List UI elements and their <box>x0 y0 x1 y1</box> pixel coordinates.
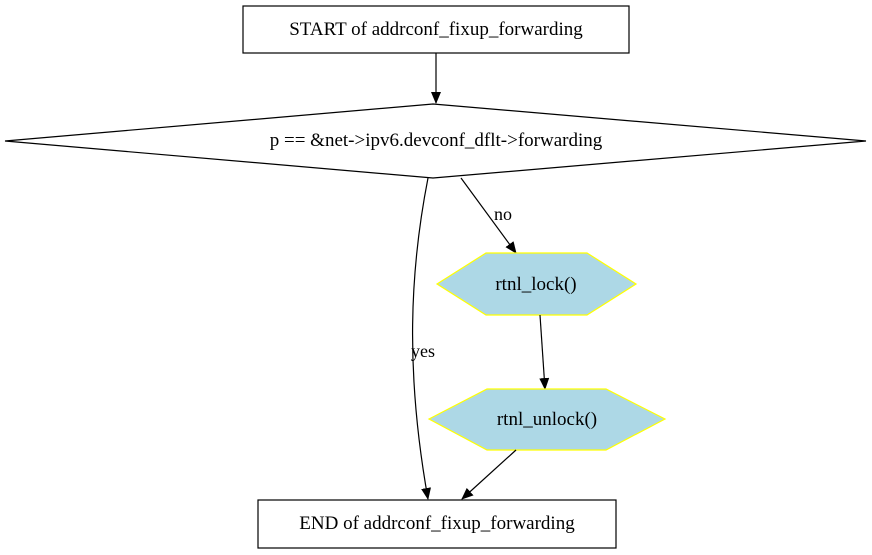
rtnl-unlock-label: rtnl_unlock() <box>497 409 597 430</box>
edge-no-label: no <box>494 204 512 224</box>
edge-yes <box>411 177 431 500</box>
edge-no <box>460 177 517 254</box>
start-node: START of addrconf_fixup_forwarding <box>242 5 630 54</box>
start-node-label: START of addrconf_fixup_forwarding <box>289 19 583 40</box>
end-node-label: END of addrconf_fixup_forwarding <box>299 513 575 534</box>
edge-yes-label: yes <box>411 341 435 361</box>
edge-lock-to-unlock <box>539 314 550 390</box>
rtnl-lock-label: rtnl_lock() <box>495 274 576 295</box>
rtnl-lock-node: rtnl_lock() <box>435 252 638 316</box>
rtnl-unlock-node: rtnl_unlock() <box>427 388 667 451</box>
condition-node-label: p == &net->ipv6.devconf_dflt->forwarding <box>270 130 603 151</box>
edge-unlock-to-end <box>461 449 517 500</box>
end-node: END of addrconf_fixup_forwarding <box>257 499 617 549</box>
condition-node: p == &net->ipv6.devconf_dflt->forwarding <box>4 103 867 179</box>
